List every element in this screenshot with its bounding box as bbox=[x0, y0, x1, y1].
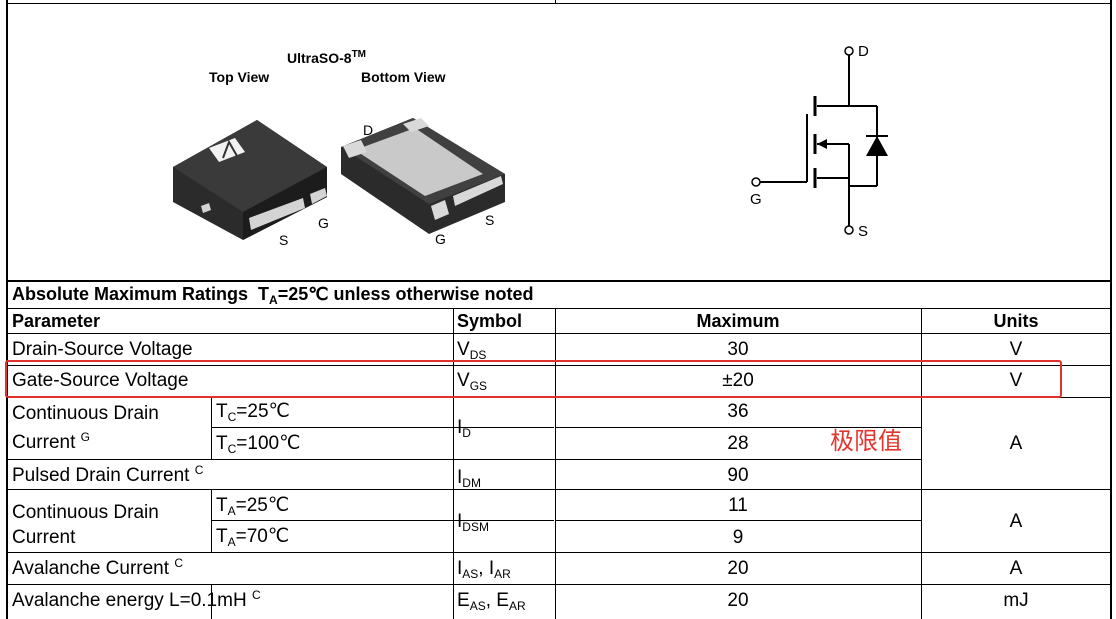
ias-unit: A bbox=[1009, 558, 1023, 579]
id-max1: 36 bbox=[727, 401, 749, 422]
bottom-view-d-label: D bbox=[363, 122, 374, 138]
vgs-symbol: VGS bbox=[457, 370, 488, 393]
header-parameter: Parameter bbox=[12, 311, 101, 331]
ias-max: 20 bbox=[727, 558, 749, 579]
vgs-highlight-box bbox=[5, 360, 1062, 398]
header-maximum: Maximum bbox=[696, 311, 780, 331]
section-title: Absolute Maximum Ratings TA=25℃ unless o… bbox=[12, 284, 534, 307]
package-title: UltraSO-8TM bbox=[287, 49, 367, 66]
id-max2: 28 bbox=[727, 433, 749, 454]
idm-symbol: IDM bbox=[457, 467, 481, 490]
eas-max: 20 bbox=[727, 590, 749, 611]
idsm-parameter-line1: Continuous Drain bbox=[12, 502, 159, 523]
vds-parameter: Drain-Source Voltage bbox=[12, 339, 193, 360]
idsm-max2: 9 bbox=[732, 527, 744, 548]
mosfet-schematic bbox=[751, 46, 888, 235]
limit-value-annotation: 极限值 bbox=[830, 428, 902, 455]
ias-symbol: IAS, IAR bbox=[457, 558, 511, 581]
idsm-max1: 11 bbox=[728, 495, 748, 516]
top-view-s-label: S bbox=[279, 232, 289, 248]
vds-unit: V bbox=[1009, 339, 1023, 360]
vgs-max: ±20 bbox=[722, 370, 754, 391]
vgs-unit: V bbox=[1009, 370, 1023, 391]
top-view-g-label: G bbox=[318, 215, 329, 231]
idm-max: 90 bbox=[727, 465, 749, 486]
vds-symbol: VDS bbox=[457, 339, 487, 362]
schematic-d-label: D bbox=[858, 43, 869, 60]
id-parameter-line1: Continuous Drain bbox=[12, 403, 159, 424]
header-units: Units bbox=[993, 311, 1039, 331]
idsm-unit: A bbox=[1009, 511, 1023, 532]
idsm-symbol: IDSM bbox=[457, 511, 489, 534]
eas-parameter: Avalanche energy L=0.1mH C bbox=[12, 588, 261, 611]
vds-max: 30 bbox=[727, 339, 749, 360]
package-top-view-image bbox=[173, 120, 327, 240]
id-cond2: TC=100℃ bbox=[216, 433, 301, 456]
schematic-g-label: G bbox=[750, 191, 762, 208]
bottom-view-label: Bottom View bbox=[361, 69, 446, 85]
idm-parameter: Pulsed Drain Current C bbox=[12, 463, 204, 486]
eas-unit: mJ bbox=[1003, 590, 1029, 611]
id-unit: A bbox=[1009, 433, 1023, 454]
schematic-s-label: S bbox=[858, 223, 869, 240]
ias-parameter: Avalanche Current C bbox=[12, 556, 183, 579]
bottom-view-s-label: S bbox=[485, 212, 495, 228]
id-parameter-line2: Current G bbox=[12, 430, 90, 453]
id-symbol: ID bbox=[457, 417, 471, 440]
idsm-cond2: TA=70℃ bbox=[216, 526, 290, 549]
idsm-cond1: TA=25℃ bbox=[216, 495, 290, 518]
top-view-label: Top View bbox=[209, 69, 270, 85]
id-cond1: TC=25℃ bbox=[216, 401, 290, 424]
eas-symbol: EAS, EAR bbox=[457, 590, 526, 613]
idsm-parameter-line2: Current bbox=[12, 527, 76, 548]
header-symbol: Symbol bbox=[457, 311, 523, 331]
vgs-parameter: Gate-Source Voltage bbox=[12, 370, 189, 391]
package-bottom-view-image bbox=[341, 118, 505, 234]
bottom-view-g-label: G bbox=[435, 231, 446, 247]
